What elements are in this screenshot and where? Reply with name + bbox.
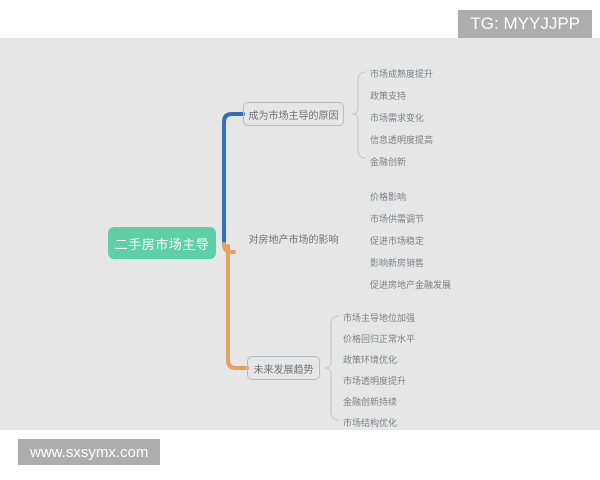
- leaf-item[interactable]: 影响新房销售: [370, 258, 425, 268]
- connector-root-to-branch-2: [222, 242, 236, 254]
- connector-root-to-branch-3: [226, 244, 249, 370]
- leaf-item[interactable]: 政策环境优化: [343, 355, 398, 365]
- branch-node-causes[interactable]: 成为市场主导的原因: [243, 102, 344, 126]
- watermark-website: www.sxsymx.com: [18, 439, 161, 465]
- leaf-item[interactable]: 市场供需调节: [370, 214, 425, 224]
- leaf-item[interactable]: 金融创新持续: [343, 397, 398, 407]
- leaf-item[interactable]: 市场主导地位加强: [343, 313, 416, 323]
- leaf-item[interactable]: 信息透明度提高: [370, 135, 434, 145]
- leaf-item[interactable]: 促进房地产金融发展: [370, 280, 452, 290]
- leaf-item[interactable]: 市场透明度提升: [343, 376, 407, 386]
- branch-node-impact[interactable]: 对房地产市场的影响: [238, 227, 349, 249]
- leaf-item[interactable]: 促进市场稳定: [370, 236, 425, 246]
- root-node[interactable]: 二手房市场主导: [108, 227, 216, 259]
- mindmap-canvas-background: [0, 38, 600, 430]
- leaf-item[interactable]: 市场结构优化: [343, 418, 398, 428]
- leaf-item[interactable]: 金融创新: [370, 157, 407, 167]
- root-node-label: 二手房市场主导: [114, 236, 210, 252]
- leaf-item[interactable]: 市场成熟度提升: [370, 69, 434, 79]
- branch-node-label: 对房地产市场的影响: [248, 234, 339, 246]
- leaf-bracket-branch-2: [324, 315, 340, 421]
- leaf-item[interactable]: 市场需求变化: [370, 113, 425, 123]
- connector-root-to-branch-0: [222, 112, 245, 246]
- leaf-item[interactable]: 价格影响: [370, 192, 407, 202]
- branch-node-trends[interactable]: 未来发展趋势: [247, 356, 320, 380]
- watermark-telegram: TG: MYYJJPP: [458, 10, 592, 38]
- leaf-bracket-branch-0: [351, 71, 367, 159]
- branch-node-label: 未来发展趋势: [253, 364, 314, 376]
- leaf-item[interactable]: 价格回归正常水平: [343, 334, 416, 344]
- leaf-item[interactable]: 政策支持: [370, 91, 407, 101]
- branch-node-label: 成为市场主导的原因: [248, 110, 339, 122]
